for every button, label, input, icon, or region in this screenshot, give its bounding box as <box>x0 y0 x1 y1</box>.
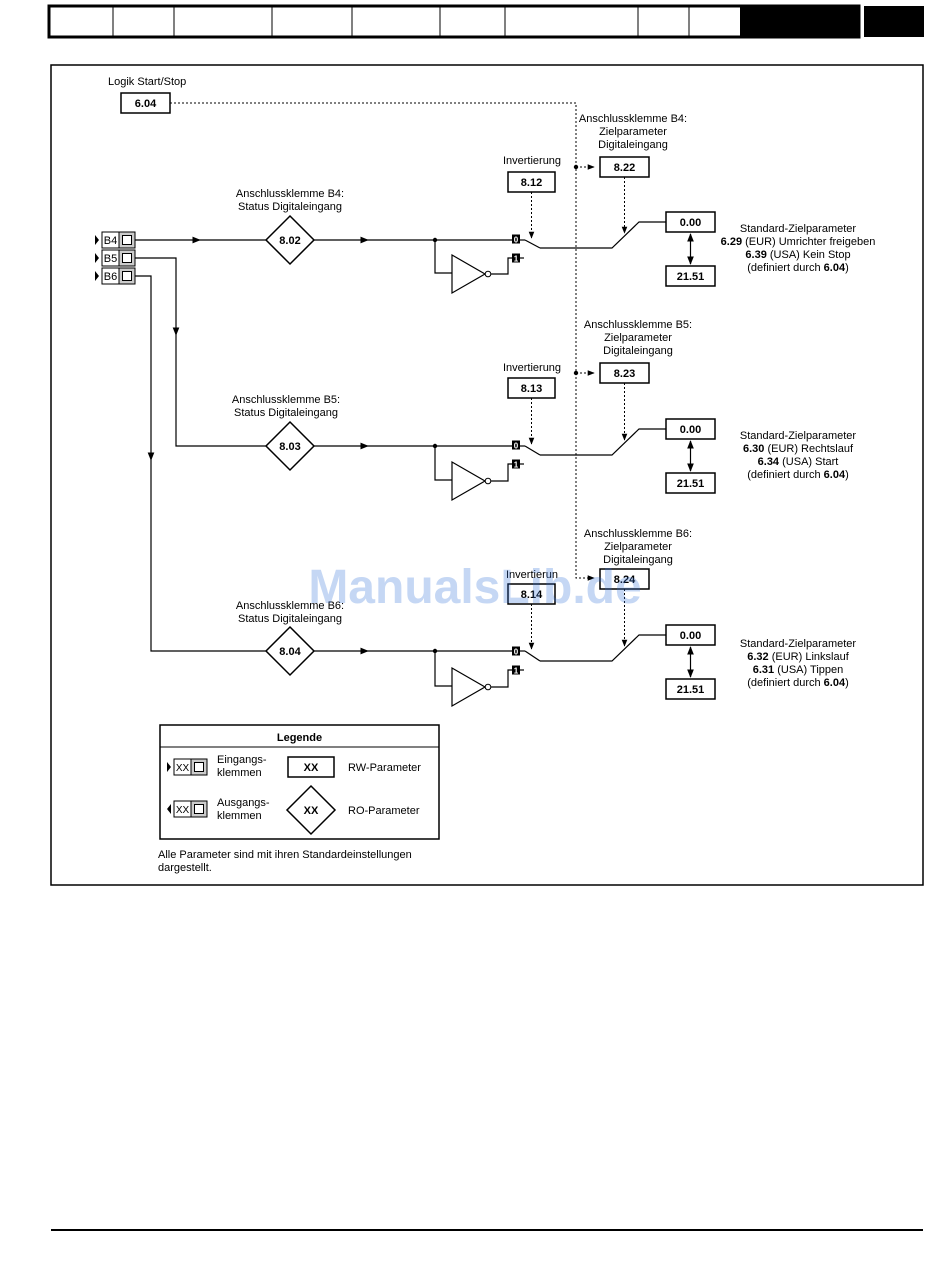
b4-status-label-1: Anschlussklemme B4: <box>236 188 344 200</box>
terminal-b4-label: B4 <box>104 235 117 247</box>
legend-output-xx: XX <box>176 805 190 816</box>
b5-range-max: 21.51 <box>677 478 705 490</box>
legend-input-line1: Eingangs- <box>217 754 267 766</box>
b5-default-usa: 6.34 (USA) Start <box>758 456 839 468</box>
legend-output-line1: Ausgangs- <box>217 797 270 809</box>
b6-defined-by: (definiert durch 6.04) <box>747 677 849 689</box>
channel-b5: Anschlussklemme B5: Status Digitaleingan… <box>232 319 857 502</box>
b5-dest-label-1: Anschlussklemme B5: <box>584 319 692 331</box>
b4-range-min: 0.00 <box>680 217 701 229</box>
b5-switch-arm <box>524 445 541 456</box>
logic-junction-b5 <box>573 370 579 376</box>
b4-switch-1: 1 <box>514 255 519 264</box>
b6-dest-label-3: Digitaleingang <box>603 554 673 566</box>
b6-dest-param: 8.24 <box>614 574 636 586</box>
b4-dest-param: 8.22 <box>614 162 635 174</box>
header-tab-strip <box>47 4 924 39</box>
b4-status-diamond <box>264 214 316 266</box>
legend-input-line2: klemmen <box>217 767 262 779</box>
legend-ro-label: RO-Parameter <box>348 805 420 817</box>
b6-inverter <box>451 666 487 708</box>
b4-range-max: 21.51 <box>677 271 705 283</box>
b4-switch-arm <box>524 239 541 249</box>
legend-output-line2: klemmen <box>217 810 262 822</box>
b4-invert-label: Invertierung <box>503 155 561 167</box>
b4-status-label-2: Status Digitaleingang <box>238 201 342 213</box>
legend-ro-diamond <box>285 784 337 836</box>
b6-dest-label-1: Anschlussklemme B6: <box>584 528 692 540</box>
b4-defined-by: (definiert durch 6.04) <box>747 262 849 274</box>
b5-default-title: Standard-Zielparameter <box>740 430 857 442</box>
b5-status-label-2: Status Digitaleingang <box>234 407 338 419</box>
b4-switch-0: 0 <box>514 236 519 245</box>
b6-default-usa: 6.31 (USA) Tippen <box>753 664 844 676</box>
legend-rw-label: RW-Parameter <box>348 762 421 774</box>
footnote-line2: dargestellt. <box>158 862 212 874</box>
terminal-b5-label: B5 <box>104 253 117 265</box>
b6-range-max: 21.51 <box>677 684 705 696</box>
b4-invert-param: 8.12 <box>521 177 542 189</box>
legend-input-xx: XX <box>176 763 190 774</box>
legend: Legende XX Eingangs- klemmen XX Ausgangs… <box>159 724 440 840</box>
b5-default-eur: 6.30 (EUR) Rechtslauf <box>743 443 854 455</box>
legend-rw-symbol: XX <box>304 762 319 774</box>
diagram-frame <box>50 64 924 886</box>
b4-default-title: Standard-Zielparameter <box>740 223 857 235</box>
wire-b6-to-status <box>150 460 266 652</box>
b6-switch-arm <box>524 650 541 662</box>
logic-junction-b4 <box>573 164 579 170</box>
b6-invert-label: Invertierun <box>506 569 558 581</box>
b5-switch-0: 0 <box>514 442 519 451</box>
b6-status-label-1: Anschlussklemme B6: <box>236 600 344 612</box>
b6-status-label-2: Status Digitaleingang <box>238 613 342 625</box>
b6-switch-1: 1 <box>514 667 519 676</box>
wire-b5-to-status <box>175 335 266 447</box>
b5-switch-1: 1 <box>514 461 519 470</box>
b5-dest-label-3: Digitaleingang <box>603 345 673 357</box>
legend-rw-box <box>287 756 335 778</box>
b5-invert-label: Invertierung <box>503 362 561 374</box>
b5-dest-label-2: Zielparameter <box>604 332 672 344</box>
b4-dest-label-1: Anschlussklemme B4: <box>579 113 687 125</box>
watermark: ManualsLib.de <box>308 561 641 614</box>
b5-status-label-1: Anschlussklemme B5: <box>232 394 340 406</box>
b5-status-diamond <box>264 420 316 472</box>
b5-defined-by: (definiert durch 6.04) <box>747 469 849 481</box>
b6-default-eur: 6.32 (EUR) Linkslauf <box>747 651 849 663</box>
terminal-b6-label: B6 <box>104 271 117 283</box>
logic-dotted-bus <box>170 102 595 581</box>
b4-inverter <box>451 253 487 295</box>
b4-dest-label-2: Zielparameter <box>599 126 667 138</box>
b6-default-title: Standard-Zielparameter <box>740 638 857 650</box>
b6-status-diamond <box>264 625 316 677</box>
b4-default-usa: 6.39 (USA) Kein Stop <box>745 249 850 261</box>
b6-switch-0: 0 <box>514 648 519 657</box>
b6-status-param: 8.04 <box>279 646 301 658</box>
logic-label: Logik Start/Stop <box>108 76 186 88</box>
b5-inverter <box>451 460 487 502</box>
b5-dest-param: 8.23 <box>614 368 635 380</box>
channel-b4: Anschlussklemme B4: Status Digitaleingan… <box>236 113 876 295</box>
legend-ro-symbol: XX <box>304 805 319 817</box>
b5-status-param: 8.03 <box>279 441 300 453</box>
logic-param: 6.04 <box>135 98 157 110</box>
b4-dest-label-3: Digitaleingang <box>598 139 668 151</box>
channel-b6: Anschlussklemme B6: Status Digitaleingan… <box>236 528 857 708</box>
footnote-line1: Alle Parameter sind mit ihren Standardei… <box>158 849 412 861</box>
b6-invert-param: 8.14 <box>521 589 543 601</box>
b6-dest-label-2: Zielparameter <box>604 541 672 553</box>
wire-b6-down <box>135 275 155 461</box>
wire-b5-down <box>135 257 180 336</box>
legend-title: Legende <box>277 732 322 744</box>
b6-range-min: 0.00 <box>680 630 701 642</box>
b4-status-param: 8.02 <box>279 235 300 247</box>
b5-range-min: 0.00 <box>680 424 701 436</box>
b4-default-eur: 6.29 (EUR) Umrichter freigeben <box>721 236 876 248</box>
terminal-blocks: B4 B5 B6 <box>95 231 136 285</box>
b5-invert-param: 8.13 <box>521 383 542 395</box>
